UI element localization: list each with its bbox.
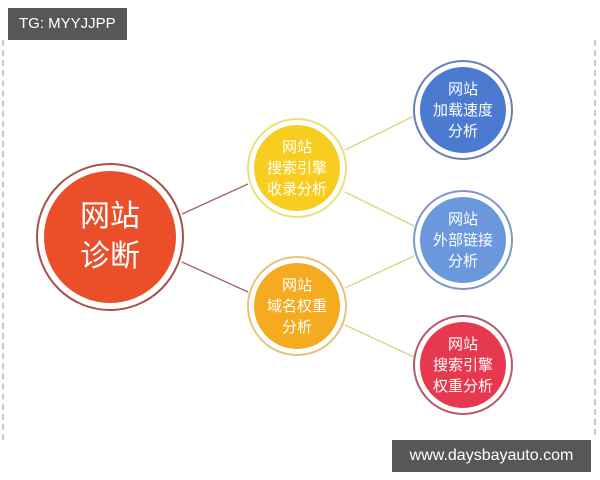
node-line: 网站 xyxy=(281,275,312,294)
node-line: 加载速度 xyxy=(432,100,493,119)
edge-index-to-speed xyxy=(344,115,415,151)
node-line: 网站 xyxy=(447,334,478,353)
node-line: 网站 xyxy=(447,79,478,98)
node-line: 分析 xyxy=(447,251,478,270)
edge-root-to-index xyxy=(181,183,249,215)
left-dashed-border xyxy=(2,40,4,440)
node-line: 分析 xyxy=(447,121,478,140)
node-line: 权重分析 xyxy=(432,376,493,395)
root-node-line: 网站 xyxy=(80,199,140,234)
node-line: 域名权重 xyxy=(266,296,327,315)
edge-index-to-links xyxy=(344,191,415,227)
node-search-index-analysis: 网站 搜索引擎 收录分析 xyxy=(247,118,347,218)
site-url-watermark: www.daysbayauto.com xyxy=(392,440,591,472)
node-line: 搜索引擎 xyxy=(432,355,493,374)
node-search-engine-weight-analysis: 网站 搜索引擎 权重分析 xyxy=(413,315,513,415)
right-dashed-border xyxy=(594,40,596,435)
node-line: 网站 xyxy=(281,137,312,156)
edge-domain-to-links xyxy=(344,255,415,289)
node-line: 外部链接 xyxy=(432,230,493,249)
node-load-speed-analysis: 网站 加载速度 分析 xyxy=(413,60,513,160)
node-domain-weight-analysis: 网站 域名权重 分析 xyxy=(247,256,347,356)
edge-domain-to-weight xyxy=(344,324,415,358)
node-external-links-analysis: 网站 外部链接 分析 xyxy=(413,190,513,290)
node-line: 搜索引擎 xyxy=(266,158,327,177)
root-node-site-diagnosis: 网站 诊断 xyxy=(36,163,184,311)
node-line: 网站 xyxy=(447,209,478,228)
edge-root-to-domain xyxy=(181,261,249,293)
node-line: 收录分析 xyxy=(266,179,327,198)
node-line: 分析 xyxy=(281,317,312,336)
root-node-line: 诊断 xyxy=(80,239,140,274)
tg-watermark: TG: MYYJJPP xyxy=(8,8,127,40)
